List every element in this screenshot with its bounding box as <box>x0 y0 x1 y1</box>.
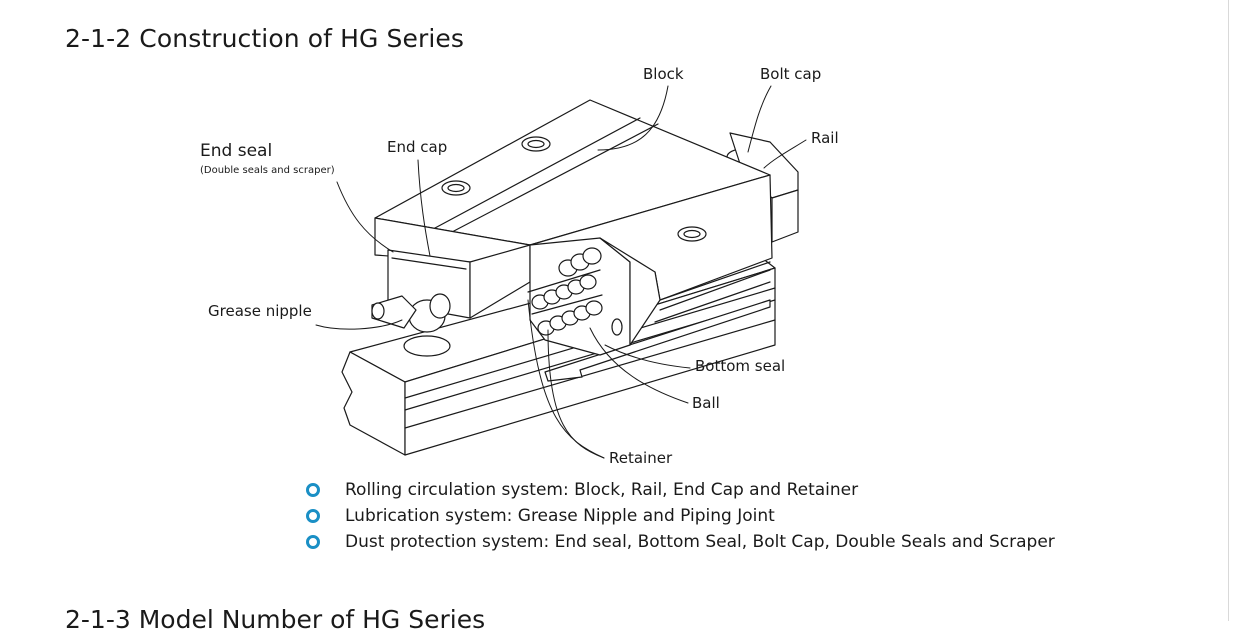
label-retainer: Retainer <box>609 449 673 467</box>
label-end-seal-note: (Double seals and scraper) <box>200 165 335 176</box>
list-item: Rolling circulation system: Block, Rail,… <box>306 479 1055 505</box>
list-item-text: Dust protection system: End seal, Bottom… <box>345 532 1055 552</box>
circle-bullet-icon <box>306 509 320 523</box>
list-item: Dust protection system: End seal, Bottom… <box>306 531 1055 557</box>
leader-lines <box>315 85 807 459</box>
label-block: Block <box>643 65 684 83</box>
circle-bullet-icon <box>306 535 320 549</box>
label-rail: Rail <box>811 129 839 147</box>
circle-bullet-icon <box>306 483 320 497</box>
label-bottom-seal: Bottom seal <box>695 357 786 375</box>
label-end-cap: End cap <box>387 138 448 156</box>
bottom-seal-drawing <box>544 299 771 382</box>
label-grease-nipple: Grease nipple <box>208 302 312 320</box>
system-list: Rolling circulation system: Block, Rail,… <box>306 479 1055 557</box>
page-edge-rule <box>1228 0 1229 621</box>
hg-series-construction-diagram <box>315 85 807 459</box>
grease-nipple-drawing <box>371 293 451 333</box>
retainer-and-balls <box>527 237 661 356</box>
list-item-text: Rolling circulation system: Block, Rail,… <box>345 480 859 500</box>
bolt-cap-rail-hole <box>403 335 451 357</box>
list-item-text: Lubrication system: Grease Nipple and Pi… <box>345 506 775 526</box>
list-item: Lubrication system: Grease Nipple and Pi… <box>306 505 1055 531</box>
section-heading: 2-1-2 Construction of HG Series <box>65 24 464 53</box>
label-bolt-cap: Bolt cap <box>760 65 822 83</box>
next-section-heading: 2-1-3 Model Number of HG Series <box>65 605 486 634</box>
label-end-seal: End seal <box>200 141 273 161</box>
mounting-holes <box>441 136 707 242</box>
label-ball: Ball <box>692 394 720 412</box>
